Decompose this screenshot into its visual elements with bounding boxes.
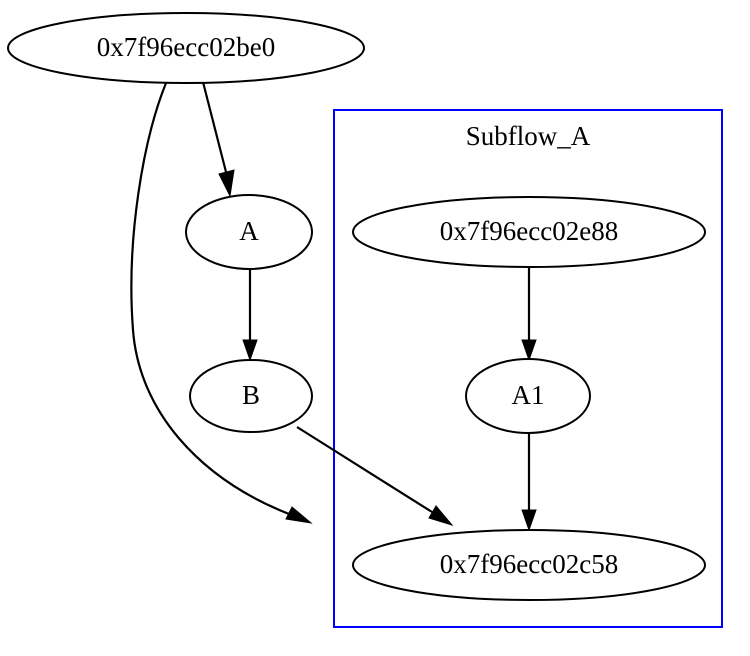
node-e88[interactable]: 0x7f96ecc02e88 <box>352 196 706 268</box>
edge-b-to-c58-line <box>296 426 433 513</box>
cluster-subflow-a-label: Subflow_A <box>466 121 591 151</box>
edges-layer <box>130 81 537 532</box>
edge-root-to-c58-line <box>130 82 290 516</box>
node-root-shape <box>7 12 365 84</box>
edge-a-to-b[interactable] <box>242 269 258 362</box>
node-root[interactable]: 0x7f96ecc02be0 <box>7 12 365 84</box>
node-a1[interactable]: A1 <box>465 358 591 434</box>
node-a1-shape <box>465 358 591 434</box>
node-b-shape <box>189 359 313 433</box>
node-a[interactable]: A <box>185 194 313 270</box>
node-c58-shape <box>352 529 706 601</box>
node-b[interactable]: B <box>189 359 313 433</box>
edge-root-to-c58-arrowhead <box>285 506 313 524</box>
node-a-shape <box>185 194 313 270</box>
edge-e88-to-a1[interactable] <box>521 267 537 362</box>
node-c58[interactable]: 0x7f96ecc02c58 <box>352 529 706 601</box>
edge-root-to-c58[interactable] <box>130 82 313 524</box>
edge-a1-to-c58[interactable] <box>521 433 537 532</box>
edge-b-to-c58[interactable] <box>296 426 454 526</box>
edge-b-to-c58-arrowhead <box>428 505 454 526</box>
cluster-subflow-a-border <box>333 109 723 628</box>
edge-e88-to-a1-arrowhead <box>521 339 537 362</box>
edge-root-to-a[interactable] <box>201 81 235 198</box>
edge-a1-to-c58-arrowhead <box>521 509 537 532</box>
cluster-subflow-a[interactable]: Subflow_A <box>333 109 723 628</box>
edge-root-to-a-arrowhead <box>218 169 235 198</box>
nodes-layer: 0x7f96ecc02be0 A B 0x7f96ecc02e88 A1 0x7 <box>7 12 706 601</box>
node-e88-shape <box>352 196 706 268</box>
edge-root-to-a-line <box>201 81 228 173</box>
edge-a-to-b-arrowhead <box>242 339 258 362</box>
